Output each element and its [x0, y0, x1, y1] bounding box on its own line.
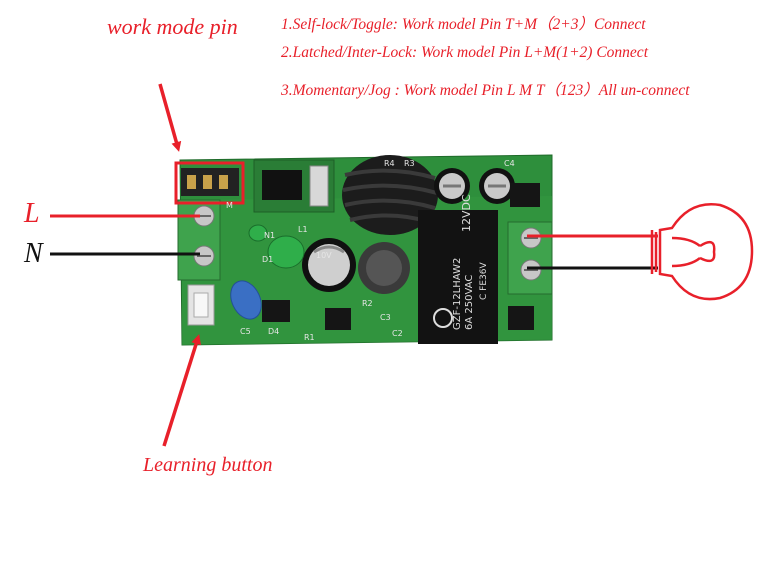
relay-marking-1: 12VDC [460, 194, 473, 232]
silk-c4: C4 [504, 159, 515, 168]
silk-d1: D1 [262, 255, 273, 264]
silk-r2: R2 [362, 299, 373, 308]
learning-button-label: Learning button [143, 454, 273, 476]
receiver-module [253, 159, 335, 213]
output-terminal-block [507, 221, 553, 295]
silk-c3: C3 [380, 313, 391, 322]
silk-r3: R3 [404, 159, 415, 168]
mode-2-description: 2.Latched/Inter-Lock: Work model Pin L+M… [281, 44, 648, 61]
silk-cap: 10V [316, 251, 332, 260]
relay-marking-4: C FE36V [479, 262, 489, 300]
blue-capacitor [230, 280, 262, 320]
silk-m: M [226, 201, 233, 210]
smd-chips [262, 183, 540, 330]
work-mode-pin-header [174, 161, 245, 205]
green-inductor [248, 224, 305, 269]
capacitors-top [434, 168, 515, 204]
antenna-coil [342, 155, 438, 235]
learning-button [187, 284, 215, 326]
silk-d4: D4 [268, 327, 279, 336]
inductor [358, 242, 410, 294]
silk-l1: L1 [298, 225, 308, 234]
relay-marking-3: 6A 250VAC [464, 275, 475, 330]
relay: 12VDC GZF-12LHAW2 6A 250VAC C FE36V [418, 194, 498, 344]
main-capacitor [302, 238, 356, 292]
silk-n1: N1 [264, 231, 275, 240]
work-mode-arrow [158, 83, 182, 152]
light-bulb-icon [650, 203, 754, 301]
relay-marking-2: GZF-12LHAW2 [452, 258, 463, 330]
neutral-terminal-label: N [24, 238, 43, 269]
mode-1-description: 1.Self-lock/Toggle: Work model Pin T+M（2… [281, 16, 646, 33]
input-terminal-block [177, 199, 221, 281]
silk-r4: R4 [384, 159, 395, 168]
live-terminal-label: L [24, 198, 40, 229]
silk-c2: C2 [392, 329, 403, 338]
work-mode-pin-title: work mode pin [107, 14, 238, 39]
silk-c5: C5 [240, 327, 251, 336]
silk-r1: R1 [304, 333, 315, 342]
learning-button-arrow [162, 334, 201, 447]
mode-3-description: 3.Momentary/Jog : Work model Pin L M T（1… [281, 82, 690, 99]
